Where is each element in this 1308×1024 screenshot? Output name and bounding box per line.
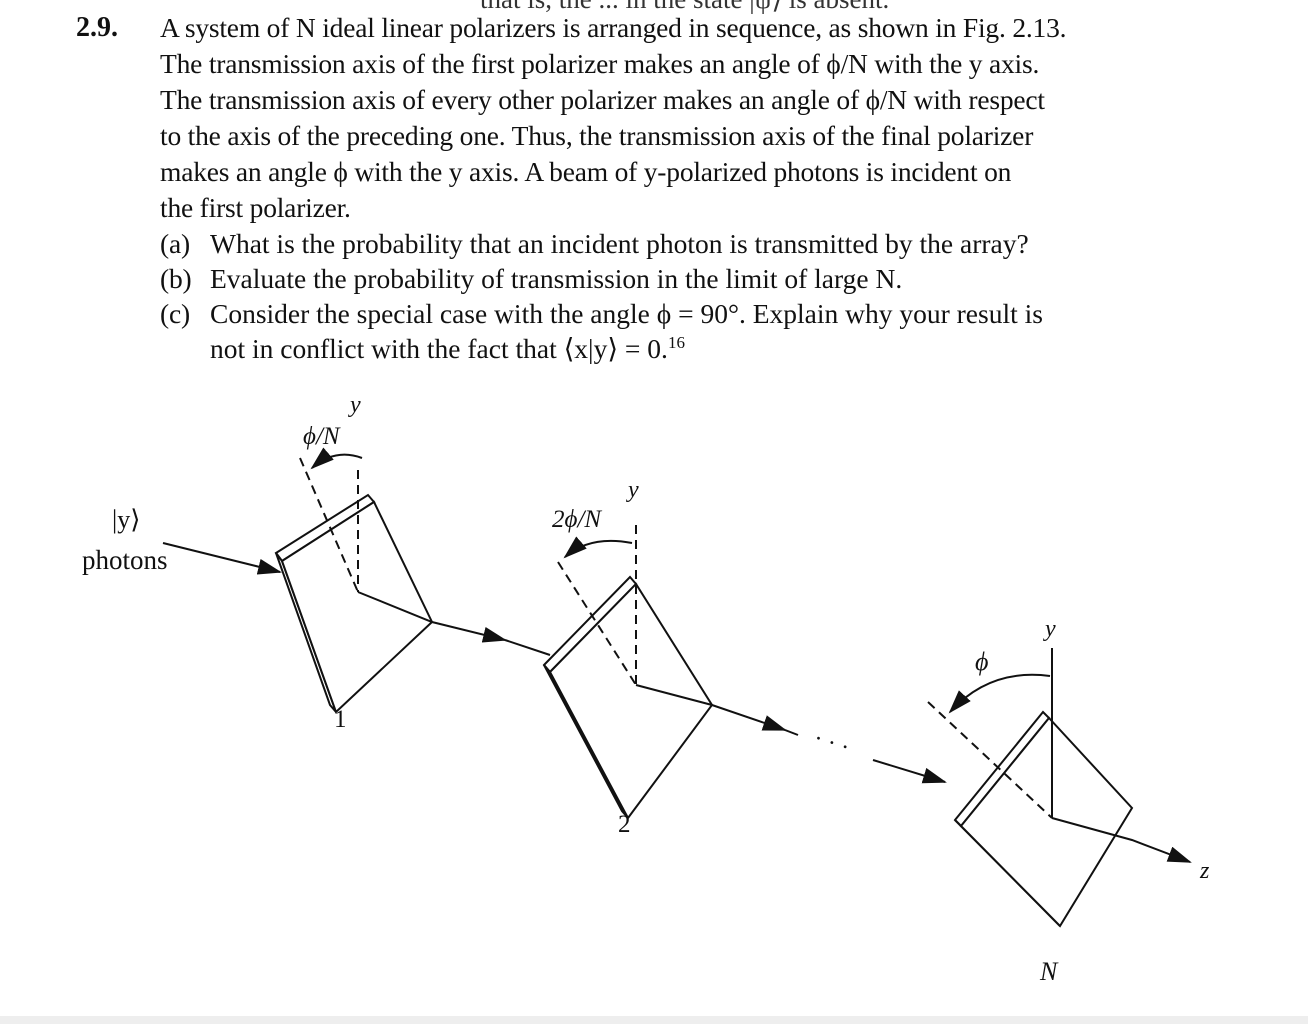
polarizer-label-1: 1: [334, 706, 347, 733]
part-c-continuation: not in conflict with the fact that ⟨x|y⟩…: [210, 333, 685, 365]
part-a-label: (a): [160, 228, 190, 259]
problem-line-5: makes an angle ϕ with the y axis. A beam…: [160, 156, 1012, 187]
angle1-label: ϕ/N: [303, 423, 341, 450]
polarizer-label-N: N: [1039, 957, 1059, 986]
input-state-label: |y⟩: [112, 505, 140, 534]
part-c-text: Consider the special case with the angle…: [210, 298, 1043, 329]
cut-off-previous-line: that is, the ... in the state |ψ⟩ is abs…: [480, 0, 889, 15]
photons-label: photons: [82, 545, 168, 575]
part-b-text: Evaluate the probability of transmission…: [210, 263, 903, 294]
angleN-label: ϕ: [975, 647, 988, 676]
problem-line-4: to the axis of the preceding one. Thus, …: [160, 120, 1034, 151]
polarizer-2: [542, 575, 714, 820]
beam-1-2: [357, 591, 507, 643]
transmission-axis-N: [927, 701, 1053, 819]
polarizer-label-2: 2: [618, 811, 631, 838]
bottom-edge: [0, 1016, 1308, 1024]
angle-arc-N: [948, 673, 1051, 714]
incident-beam: [162, 542, 282, 575]
transmission-axis-1: [299, 457, 359, 593]
z-label: z: [1199, 858, 1210, 884]
y-label-1: y: [348, 392, 361, 418]
problem-number: 2.9.: [76, 12, 118, 43]
problem-line-3: The transmission axis of every other pol…: [160, 84, 1045, 115]
angle-arc-1: [310, 447, 363, 470]
part-c-label: (c): [160, 298, 190, 329]
y-label-N: y: [1043, 616, 1056, 642]
problem-line-2: The transmission axis of the first polar…: [160, 48, 1040, 79]
part-b-label: (b): [160, 263, 192, 294]
exit-beam: [1051, 817, 1192, 863]
footnote-ref: 16: [667, 333, 685, 352]
transmission-axis-2: [557, 561, 637, 686]
angle-arc-2: [563, 536, 633, 559]
part-c-cont-text: not in conflict with the fact that ⟨x|y⟩…: [210, 333, 668, 365]
beam-2-dots: [635, 684, 787, 731]
y-label-2: y: [626, 477, 639, 503]
polarizer-1: [274, 493, 434, 714]
ellipsis-dots: · · ·: [810, 725, 852, 761]
problem-line-6: the first polarizer.: [160, 192, 351, 223]
part-a-text: What is the probability that an incident…: [210, 228, 1029, 259]
angle2-label: 2ϕ/N: [552, 506, 602, 533]
polarizer-N: [953, 710, 1134, 928]
problem-line-1: A system of N ideal linear polarizers is…: [160, 12, 1067, 43]
beam-to-N: [872, 759, 947, 784]
